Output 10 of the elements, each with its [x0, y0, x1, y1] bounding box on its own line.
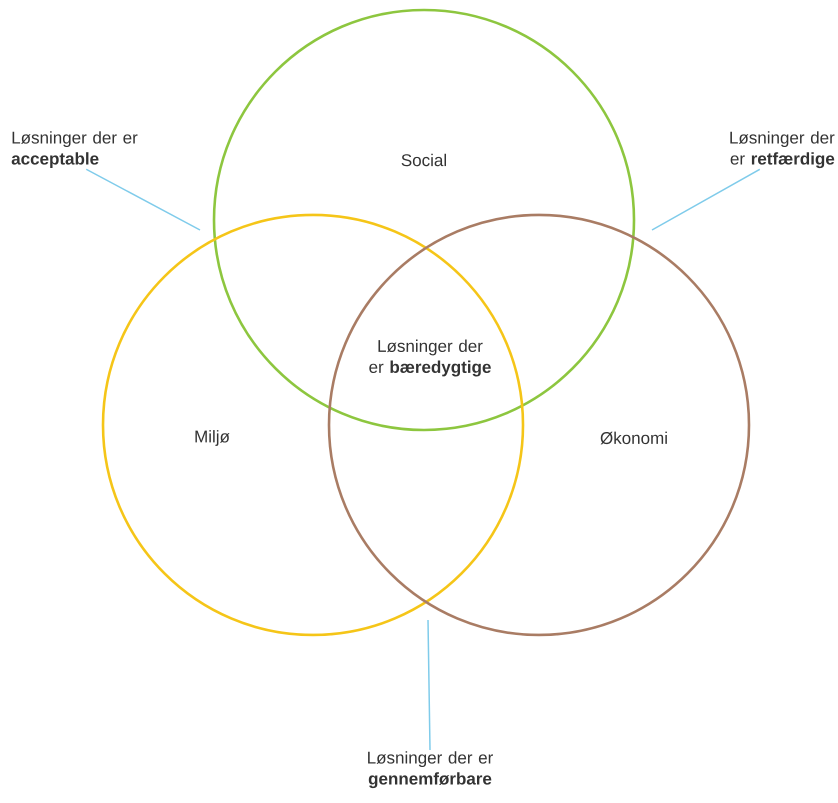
leader-line — [427, 620, 431, 750]
leader-line — [652, 168, 760, 231]
leader-line — [86, 168, 200, 231]
circle-label: Økonomi — [600, 432, 667, 444]
circle-label: Social — [402, 154, 446, 166]
callout-text: Løsninger der er gennemførbare — [368, 751, 493, 788]
center-label: Løsninger der er bæredygtige — [369, 340, 491, 376]
callout-text: Løsninger der er acceptable — [12, 131, 138, 168]
callout-text: Løsninger der er retfærdige — [730, 131, 834, 168]
circle-label: Miljø — [195, 430, 230, 446]
